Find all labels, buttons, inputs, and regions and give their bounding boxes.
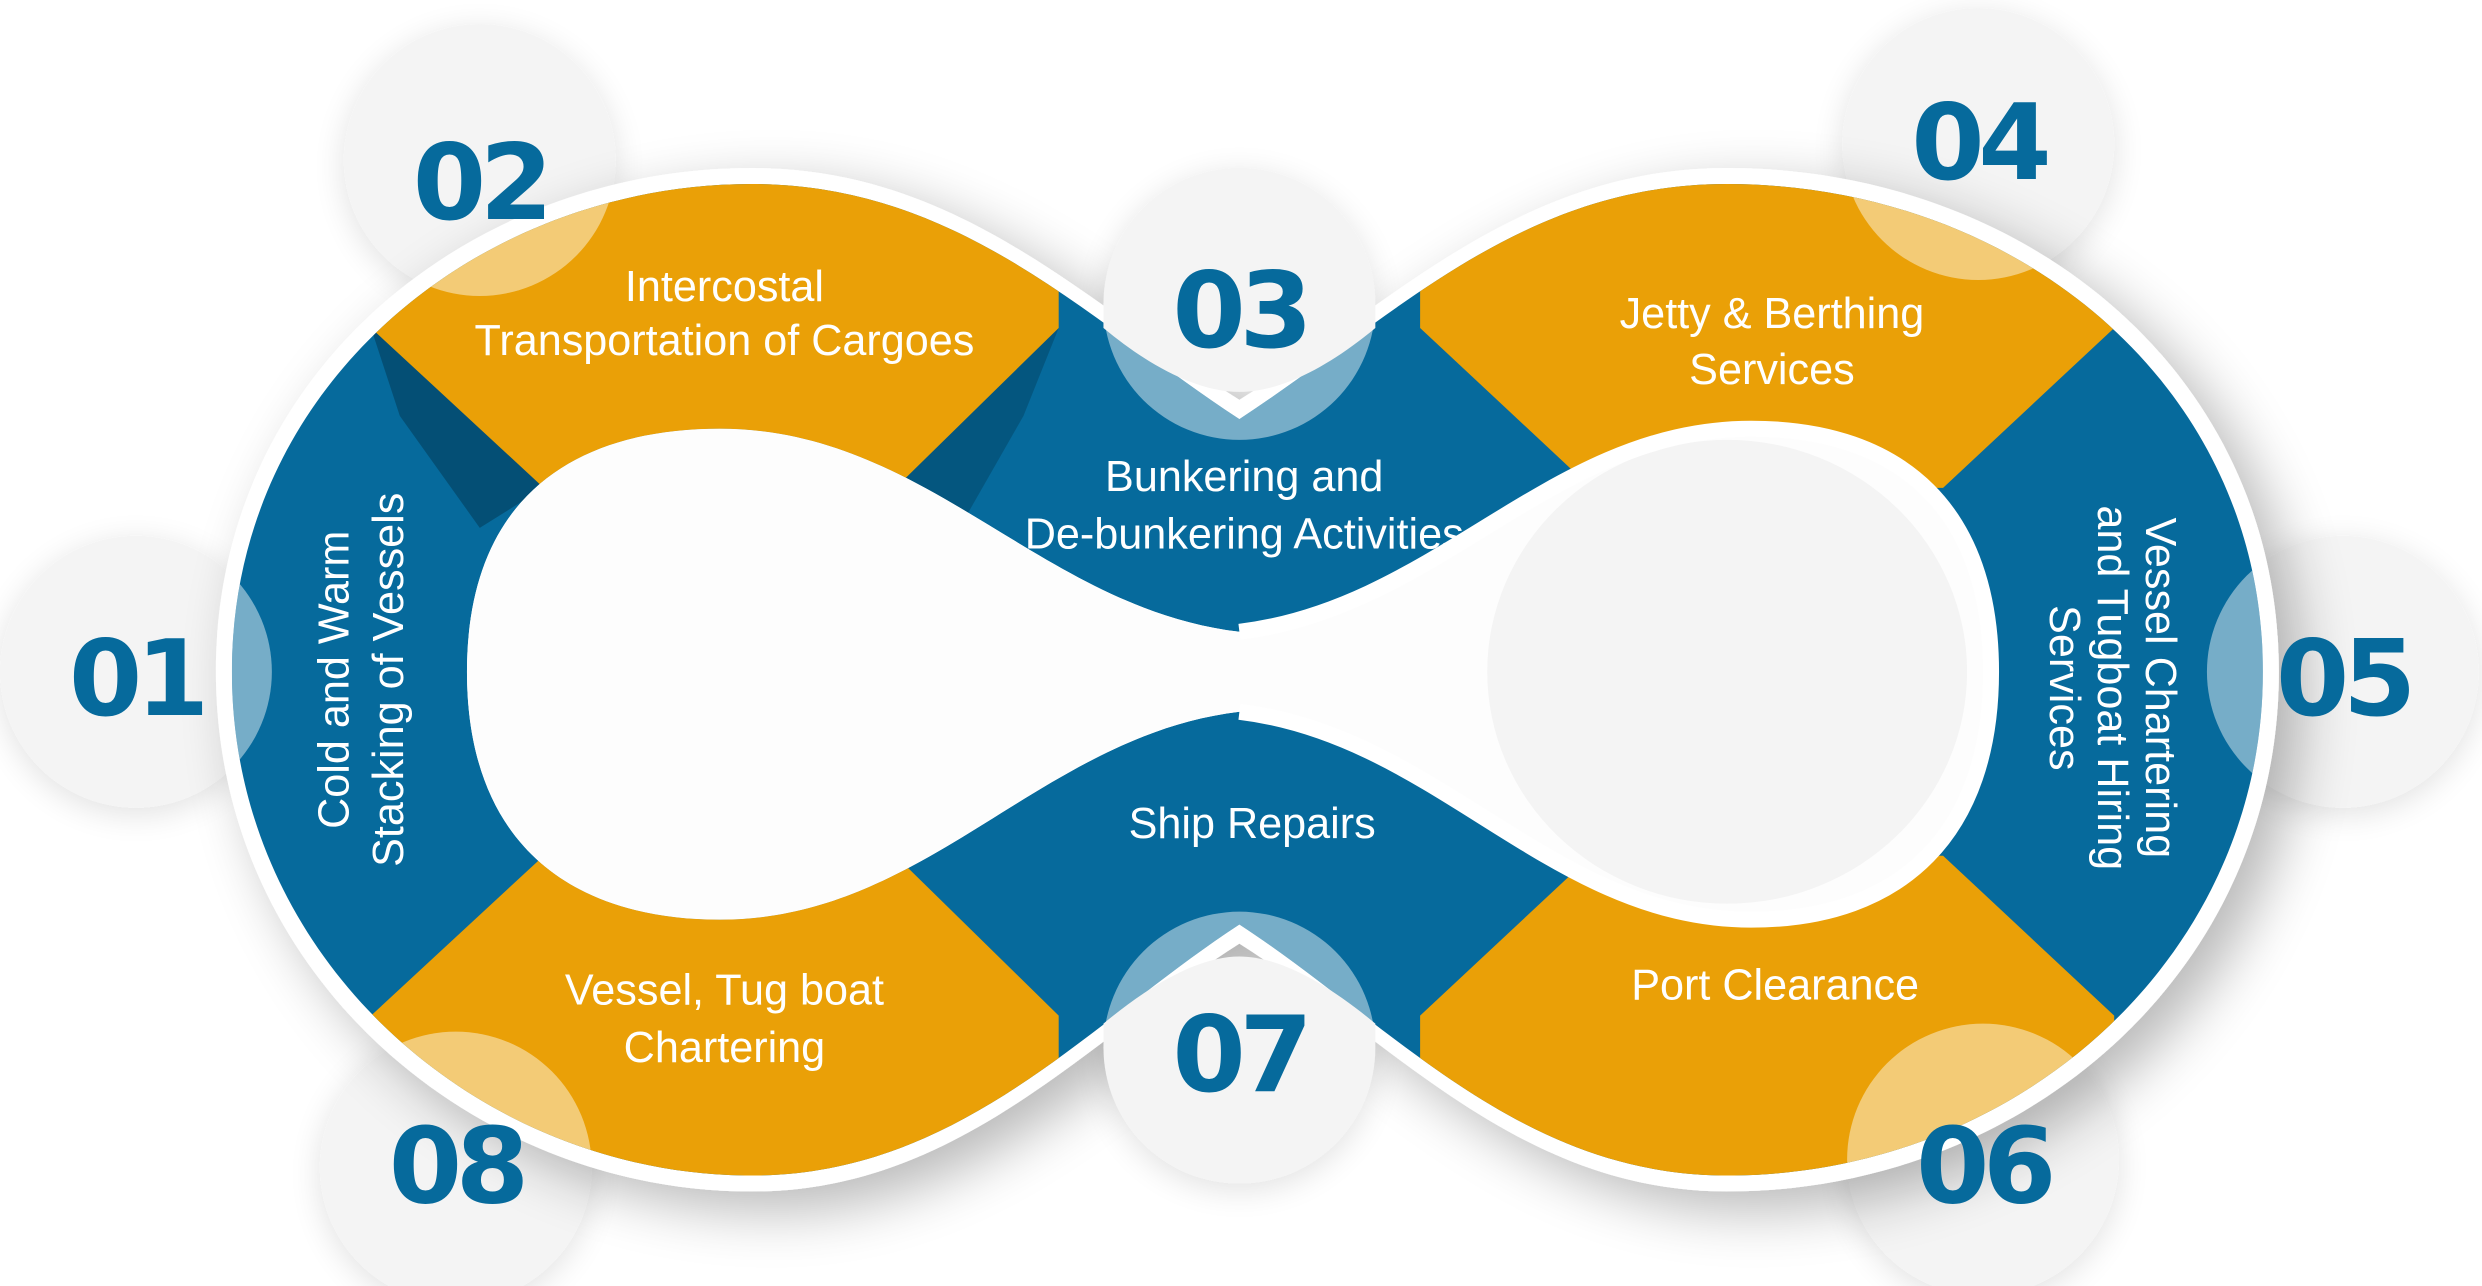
step-03-front <box>1103 168 1376 392</box>
step-08-label-line-2: Chartering <box>624 1024 825 1072</box>
step-04-label-line-2: Services <box>1689 346 1854 394</box>
step-numbers: 01 02 03 04 05 06 07 08 <box>69 81 2416 1228</box>
step-05-label-line-2: and Tugboat Hiring <box>2088 505 2136 870</box>
step-05-number: 05 <box>2276 617 2410 740</box>
shade-center-top <box>895 327 1059 528</box>
step-01-label-line-1: Cold and Warm <box>311 531 359 829</box>
step-04-label-line-1: Jetty & Berthing <box>1620 290 1925 338</box>
step-04-label: Jetty & Berthing Services <box>1620 290 1925 394</box>
step-08-label-line-1: Vessel, Tug boat <box>565 966 884 1014</box>
step-06-label-line-1: Port Clearance <box>1631 962 1919 1010</box>
step-05-label-line-3: Services <box>2040 605 2088 770</box>
step-06-number: 06 <box>1916 1105 2051 1228</box>
step-02-number: 02 <box>413 121 547 244</box>
step-02-label-line-1: Intercostal <box>625 263 824 311</box>
step-01-label-line-2: Stacking of Vessels <box>365 493 413 867</box>
step-07-front <box>1103 956 1376 1184</box>
step-07-number: 07 <box>1172 993 1306 1116</box>
step-03-label: Bunkering and De-bunkering Activities <box>1025 453 1464 559</box>
step-01-circle <box>0 535 272 808</box>
step-05-circle <box>2206 535 2479 808</box>
step-08-label: Vessel, Tug boat Chartering <box>565 966 884 1072</box>
step-04-number: 04 <box>1911 81 2047 204</box>
step-03-number: 03 <box>1172 249 1306 372</box>
step-03-label-line-2: De-bunkering Activities <box>1025 511 1464 559</box>
step-07-label-line-1: Ship Repairs <box>1129 800 1376 848</box>
step-01-number: 01 <box>69 617 203 740</box>
step-05-label-line-1: Vessel Chartering <box>2136 517 2184 858</box>
step-01-label: Cold and Warm Stacking of Vessels <box>311 493 413 867</box>
step-07-label: Ship Repairs <box>1129 800 1376 848</box>
step-02-label-line-2: Transportation of Cargoes <box>475 317 975 365</box>
step-03-label-line-1: Bunkering and <box>1105 453 1383 501</box>
inner-hole-right-outline <box>1238 420 2000 928</box>
inner-hole-right-shade <box>1487 439 1968 904</box>
step-08-number: 08 <box>389 1105 523 1228</box>
step-02-label: Intercostal Transportation of Cargoes <box>475 263 975 365</box>
step-labels: Cold and Warm Stacking of Vessels Interc… <box>311 263 2185 1072</box>
shade-left-top <box>371 327 544 528</box>
step-06-label: Port Clearance <box>1631 962 1919 1010</box>
step-05-label: Vessel Chartering and Tugboat Hiring Ser… <box>2040 505 2184 870</box>
